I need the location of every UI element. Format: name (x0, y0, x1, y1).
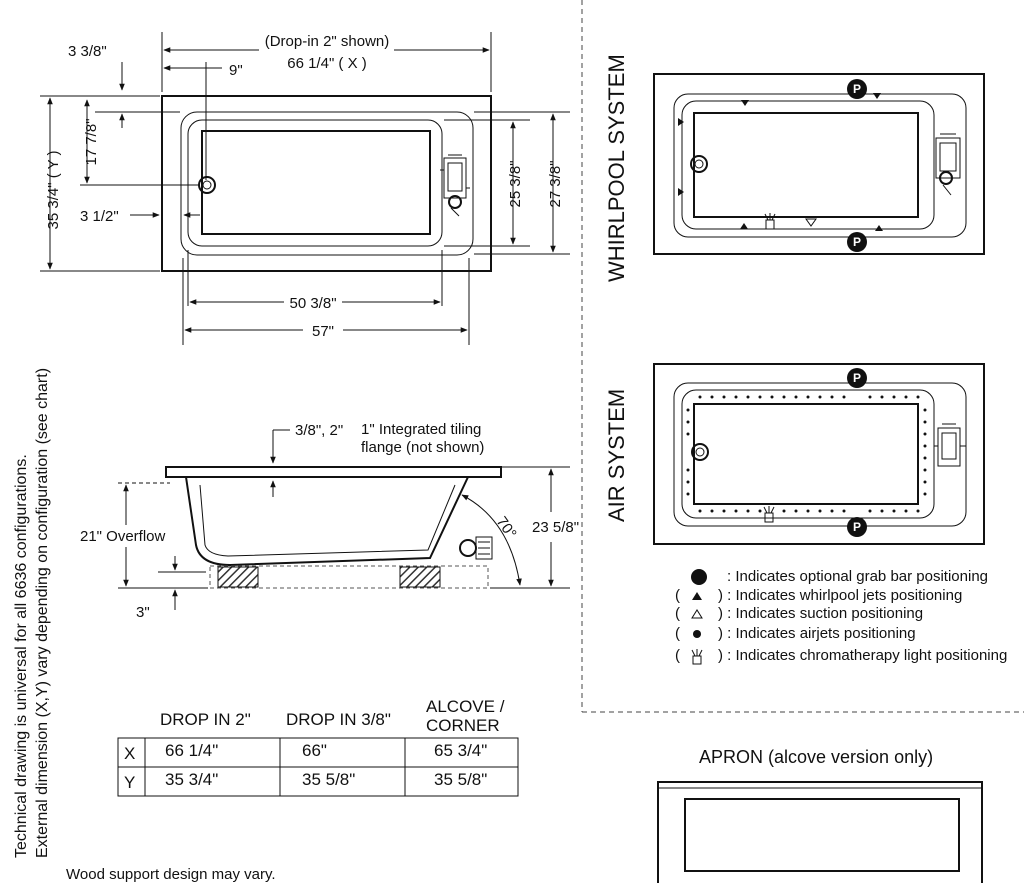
whirlpool-system-title: WHIRLPOOL SYSTEM (604, 54, 629, 282)
legend-grab-bar-icon (691, 569, 707, 585)
whirlpool-jet-icon (873, 93, 881, 99)
chromatherapy-light-icon (764, 213, 776, 230)
top-view: (Drop-in 2" shown) 66 1/4" ( X ) 9" 3 3/… (40, 32, 570, 345)
table-row-x-drop-in-2: 66 1/4" (165, 741, 218, 760)
flange-note-line1: 1" Integrated tiling (361, 421, 481, 438)
grab-bar-p-bottom (847, 517, 867, 537)
wood-support-left (217, 566, 259, 588)
tub-body-profile (185, 476, 469, 567)
p-marker-top: P (853, 371, 861, 385)
table-header-drop-in-3-8: DROP IN 3/8" (286, 710, 391, 729)
dim-27-3-8-label: 27 3/8" (547, 160, 564, 207)
flange-note-line2: flange (not shown) (361, 439, 484, 456)
dimensions-table: DROP IN 2" DROP IN 3/8" ALCOVE / CORNER … (117, 697, 519, 797)
angle-label: 70° (493, 514, 520, 542)
whirlpool-system-view: P P (653, 73, 985, 255)
whirlpool-jet-icon (678, 188, 684, 196)
table-header-drop-in-2: DROP IN 2" (160, 710, 251, 729)
y-width-label: 35 3/4" ( Y ) (45, 151, 62, 230)
air-system-view: P P (653, 363, 985, 545)
dim-9-label: 9" (229, 62, 243, 79)
faucet-icon (440, 154, 470, 217)
dim-57-label: 57" (312, 323, 334, 340)
legend-chromatherapy-text: ) : Indicates chromatherapy light positi… (718, 647, 1007, 664)
tub-outer-rim (161, 95, 492, 272)
table-row-y-alcove: 35 5/8" (434, 770, 487, 789)
wood-support-note: Wood support design may vary. (66, 866, 276, 883)
side-note-line2: External dimension (X,Y) vary depending … (34, 368, 51, 858)
base-3-label: 3" (136, 604, 150, 621)
legend-paren: ( (675, 605, 680, 622)
p-marker-bottom: P (853, 235, 861, 249)
legend-airjet-text: ) : Indicates airjets positioning (718, 625, 916, 642)
tub-inner-rim (180, 111, 474, 256)
drain-icon (691, 443, 709, 461)
table-header-corner: CORNER (426, 716, 500, 735)
grab-bar-p-top (847, 79, 867, 99)
table-row-y-drop-in-3-8: 35 5/8" (302, 770, 355, 789)
p-marker-bottom: P (853, 520, 861, 534)
height-label: 23 5/8" (532, 519, 579, 536)
dim-3-1-2-label: 3 1/2" (80, 208, 119, 225)
legend-airjet-icon (693, 630, 701, 638)
p-marker-top: P (853, 82, 861, 96)
table-row-y-drop-in-2: 35 3/4" (165, 770, 218, 789)
legend-whirlpool-jet-text: ) : Indicates whirlpool jets positioning (718, 587, 962, 604)
air-system-title: AIR SYSTEM (604, 389, 629, 522)
side-note-line1: Technical drawing is universal for all 6… (13, 454, 30, 858)
airjet-dots (686, 395, 927, 513)
grab-bar-p-top (847, 368, 867, 388)
apron-title: APRON (alcove version only) (699, 747, 933, 767)
table-row-y-label: Y (124, 773, 135, 792)
legend-whirlpool-jet-icon (692, 592, 702, 600)
whirlpool-jet-icon (875, 225, 883, 231)
x-length-label: 66 1/4" ( X ) (287, 55, 367, 72)
suction-icon (805, 218, 817, 227)
legend-suction-text: ) : Indicates suction positioning (718, 605, 923, 622)
wood-support-right (399, 566, 441, 588)
overflow-label: 21" Overflow (80, 528, 166, 545)
apron-view (657, 781, 983, 883)
dim-50-3-8-label: 50 3/8" (289, 295, 336, 312)
legend-chromatherapy-icon (691, 649, 703, 665)
table-header-alcove: ALCOVE / (426, 697, 505, 716)
drain-icon (690, 155, 708, 173)
legend-paren: ( (675, 647, 680, 664)
pump-motor-icon (459, 536, 493, 560)
flange-dim-label: 3/8", 2" (295, 422, 343, 439)
legend-paren: ( (675, 625, 680, 642)
legend: : Indicates optional grab bar positionin… (675, 568, 1007, 665)
legend-grab-bar-text: : Indicates optional grab bar positionin… (727, 568, 988, 585)
dim-17-7-8-label: 17 7/8" (83, 118, 100, 165)
drop-in-label: (Drop-in 2" shown) (265, 33, 390, 50)
grab-bar-p-bottom (847, 232, 867, 252)
table-row-x-label: X (124, 744, 135, 763)
tub-floor (201, 130, 431, 235)
side-view: 3/8", 2" 1" Integrated tiling flange (no… (60, 421, 579, 621)
dim-25-3-8-label: 25 3/8" (507, 160, 524, 207)
legend-suction-icon (691, 609, 703, 619)
whirlpool-jet-icon (740, 223, 748, 229)
faucet-icon (934, 423, 966, 467)
whirlpool-jet-icon (741, 100, 749, 106)
whirlpool-jet-icon (678, 118, 684, 126)
dim-3-3-8-label: 3 3/8" (68, 43, 107, 60)
chromatherapy-light-icon (763, 506, 775, 523)
tub-flange (165, 466, 502, 478)
faucet-icon (935, 133, 961, 196)
table-row-x-drop-in-3-8: 66" (302, 741, 327, 760)
table-row-x-alcove: 65 3/4" (434, 741, 487, 760)
legend-paren: ( (675, 587, 680, 604)
tub-basin (187, 119, 443, 247)
